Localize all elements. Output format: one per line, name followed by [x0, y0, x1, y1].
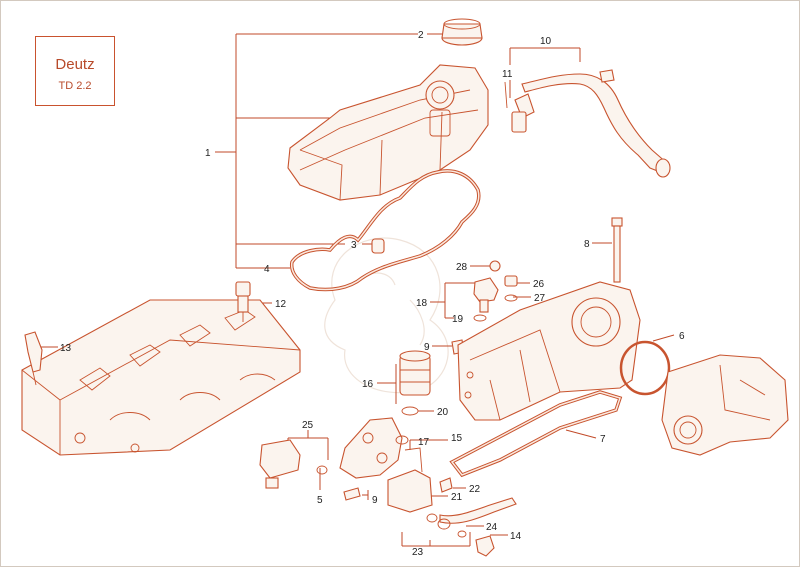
callout-8: 8: [584, 239, 590, 250]
callout-25: 25: [302, 420, 314, 431]
intake-manifold: [457, 281, 641, 421]
legend-box: Deutz TD 2.2: [35, 36, 115, 106]
callout-13: 13: [60, 343, 72, 354]
manifold-gasket: [449, 390, 623, 478]
sensor-assembly: [473, 260, 518, 322]
cylinder-head: [21, 299, 301, 456]
callout-18: 18: [416, 298, 428, 309]
callout-26: 26: [533, 279, 545, 290]
speed-sensor: [259, 439, 328, 489]
callout-6: 6: [679, 331, 685, 342]
valve-cover: [287, 64, 489, 201]
legend-make: Deutz: [55, 56, 95, 73]
legend-model: TD 2.2: [58, 80, 92, 92]
callout-2: 2: [418, 30, 424, 41]
oil-pipe: [426, 497, 517, 557]
temperature-sensor: [235, 281, 251, 322]
callout-27: 27: [534, 293, 546, 304]
callout-15: 15: [451, 433, 463, 444]
throttle-body: [661, 354, 789, 456]
long-bolt: [611, 217, 623, 283]
glow-plug: [24, 331, 43, 386]
callout-7: 7: [600, 434, 606, 445]
callout-17: 17: [418, 437, 430, 448]
breather-pipe: [504, 69, 671, 178]
callout-1: 1: [205, 148, 211, 159]
callout-19: 19: [452, 314, 464, 325]
callout-23: 23: [412, 547, 424, 558]
callout-10: 10: [540, 36, 552, 47]
callout-9-upper: 9: [424, 342, 430, 353]
callout-3: 3: [351, 240, 357, 251]
callout-21: 21: [451, 492, 463, 503]
mounting-bracket: [339, 417, 409, 501]
oil-filler-cap: [441, 18, 483, 46]
pump-bracket: [387, 447, 453, 513]
callout-22: 22: [469, 484, 481, 495]
grommet: [371, 238, 385, 254]
valve-cover-gasket: [289, 169, 481, 292]
callout-4: 4: [264, 264, 270, 275]
o-ring: [619, 340, 671, 396]
filter-housing: [399, 339, 465, 416]
callout-labels: 1 2 3 4 5 6 7 8 9 9 10 11 12 13 14 15 16…: [60, 30, 685, 558]
callout-14: 14: [510, 531, 522, 542]
callout-11: 11: [502, 69, 513, 80]
callout-28: 28: [456, 262, 468, 273]
callout-9-lower: 9: [372, 495, 378, 506]
callout-5: 5: [317, 495, 323, 506]
callout-12: 12: [275, 299, 287, 310]
callout-20: 20: [437, 407, 449, 418]
callout-24: 24: [486, 522, 498, 533]
callout-16: 16: [362, 379, 374, 390]
